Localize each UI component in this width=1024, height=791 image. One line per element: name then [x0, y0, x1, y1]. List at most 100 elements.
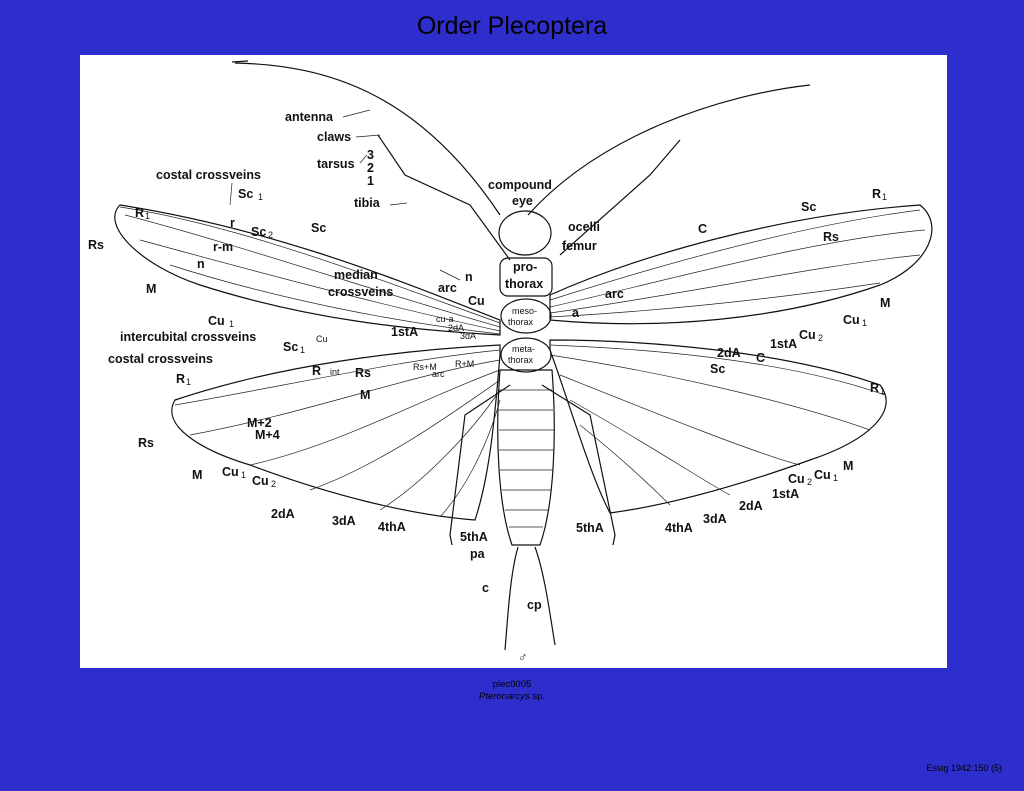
label-fourth-a-right: 4thA	[665, 521, 693, 535]
label-cu2-hw-left: Cu	[252, 474, 269, 488]
label-first-a-hw-right: 1stA	[772, 487, 799, 501]
label-rs-left: Rs	[88, 238, 104, 252]
label-c: c	[482, 581, 489, 595]
metathorax	[500, 337, 552, 373]
forewing-right-veins	[549, 209, 926, 318]
hindwing-right	[549, 339, 887, 514]
label-r1-left: R	[135, 206, 144, 220]
label-second-a-right: 2dA	[717, 346, 741, 360]
caption-genus: Pteronarcys	[479, 691, 530, 702]
label-sc-right: Sc	[801, 200, 816, 214]
head	[498, 210, 552, 256]
label-cu2-center: Cu	[316, 334, 328, 344]
label-int: int	[330, 367, 340, 377]
abdomen-segments	[499, 389, 554, 528]
label-r1-hw-right-sub: 1	[880, 386, 885, 396]
label-third-a-bottom: 3dA	[332, 514, 356, 528]
label-first-a-right: 1stA	[770, 337, 797, 351]
label-r: r	[230, 216, 235, 230]
label-costal-crossveins-top: costal crossveins	[156, 168, 261, 182]
label-cu2-right-sub: 2	[818, 333, 823, 343]
label-arc-hw: arc	[432, 369, 445, 379]
label-cu2-hw-right: Cu	[788, 472, 805, 486]
hindwing-right-veins	[549, 344, 886, 506]
label-cu1-hw-right: Cu	[814, 468, 831, 482]
label-cu1-left: Cu	[208, 314, 225, 328]
label-cu1-left-sub: 1	[229, 319, 234, 329]
label-sc1-top-sub: 1	[258, 192, 263, 202]
label-n-left: n	[197, 257, 205, 271]
label-second-a-bottom: 2dA	[271, 507, 295, 521]
hindwing-left	[171, 344, 501, 521]
leader-lines	[229, 109, 461, 281]
label-r1-right-sub: 1	[882, 192, 887, 202]
label-cu2-hw-left-sub: 2	[271, 479, 276, 489]
label-fourth-a-left: 4thA	[378, 520, 406, 534]
label-sc-top: Sc	[311, 221, 326, 235]
label-meso-thorax-2: thorax	[508, 317, 534, 327]
label-r-m-center: R+M	[455, 359, 474, 369]
label-cu1-hw-left: Cu	[222, 465, 239, 479]
abdomen	[497, 369, 555, 546]
hindleg-right	[541, 384, 616, 546]
label-m-hw-left: M	[192, 468, 202, 482]
label-r1-hw-sub: 1	[186, 377, 191, 387]
label-femur: femur	[562, 239, 597, 253]
label-compound-1: compound	[488, 178, 552, 192]
label-tibia: tibia	[354, 196, 381, 210]
label-compound-2: eye	[512, 194, 533, 208]
label-meta-thorax-1: meta-	[512, 344, 535, 354]
label-tarsus-1: 1	[367, 174, 374, 188]
label-sc1-top: Sc	[238, 187, 253, 201]
label-c-hw-right: C	[756, 351, 765, 365]
caption-code: plec0005	[492, 679, 532, 690]
label-m-left: M	[146, 282, 156, 296]
label-cu1-hw-left-sub: 1	[241, 470, 246, 480]
label-ocelli: ocelli	[568, 220, 600, 234]
label-third-a-center: 3dA	[460, 331, 476, 341]
label-sc1-mid-sub: 1	[300, 345, 305, 355]
label-rs-right: Rs	[823, 230, 839, 244]
prothorax	[499, 257, 553, 297]
forewing-right	[549, 204, 933, 325]
cercus-left	[504, 546, 519, 651]
label-sc2-sub: 2	[268, 230, 273, 240]
label-meso-thorax-1: meso-	[512, 306, 537, 316]
label-first-a-center: 1stA	[391, 325, 418, 339]
label-cp: cp	[527, 598, 542, 612]
label-cu2-right: Cu	[799, 328, 816, 342]
label-median-crossveins-2: crossveins	[328, 285, 393, 299]
cercus-right	[534, 546, 556, 646]
antenna-right	[527, 84, 811, 216]
label-n-center: n	[465, 270, 473, 284]
label-cu1-right-sub: 1	[862, 318, 867, 328]
label-sc-hw-right: Sc	[710, 362, 725, 376]
label-m1-2: M+2	[247, 416, 272, 430]
label-c-right: C	[698, 222, 707, 236]
label-tarsus-3: 3	[367, 148, 374, 162]
label-cu-center: Cu	[468, 294, 485, 308]
label-a-right: a	[572, 306, 580, 320]
label-cu-a: cu-a	[436, 314, 454, 324]
hindleg-left	[449, 384, 511, 546]
caption-species-suffix: sp.	[529, 691, 545, 702]
label-second-a-hw-right: 2dA	[739, 499, 763, 513]
label-m-hw: M	[360, 388, 370, 402]
hindwing-left-veins	[174, 349, 501, 518]
label-costal-crossveins-mid: costal crossveins	[108, 352, 213, 366]
stonefly-diagram: antenna claws tarsus 3 2 1 tibia compoun…	[88, 60, 933, 664]
label-third-a-hw-right: 3dA	[703, 512, 727, 526]
mesothorax	[500, 298, 552, 334]
label-antenna: antenna	[285, 110, 334, 124]
caption-species: Pteronarcys sp.	[0, 691, 1024, 702]
label-m1-4: M+4	[255, 428, 280, 442]
label-sc2: Sc	[251, 225, 266, 239]
forewing-left	[114, 204, 501, 336]
label-r1-left-sub: 1	[145, 211, 150, 221]
label-cu2-hw-right-sub: 2	[807, 477, 812, 487]
label-median-crossveins-1: median	[334, 268, 378, 282]
forewing-left-veins	[119, 206, 501, 335]
label-cu1-hw-right-sub: 1	[833, 473, 838, 483]
label-sc1-mid: Sc	[283, 340, 298, 354]
label-arc-right: arc	[605, 287, 624, 301]
